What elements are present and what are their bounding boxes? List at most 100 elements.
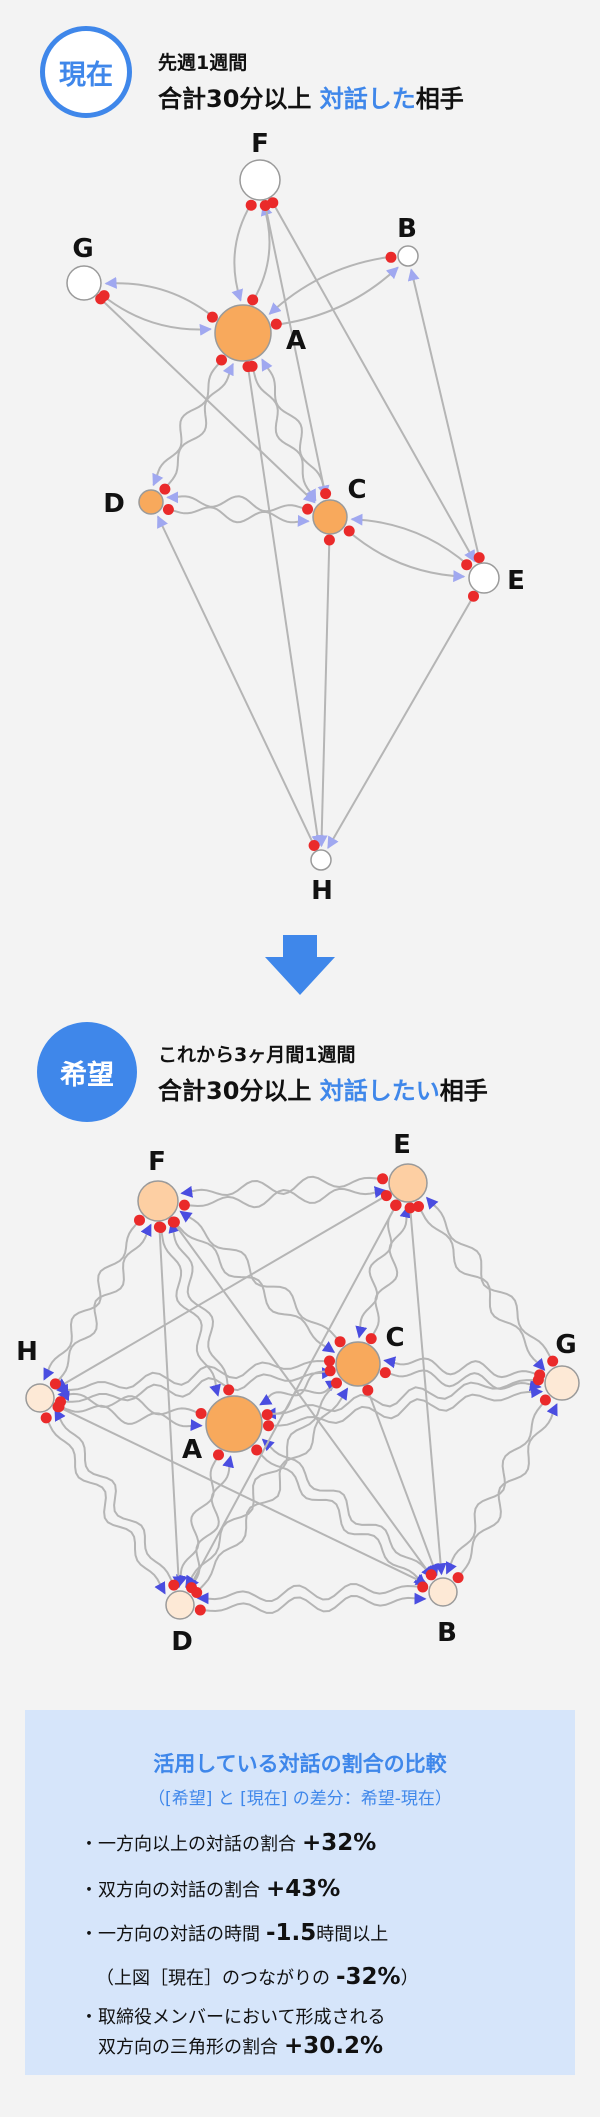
edge-start-dot	[362, 1384, 374, 1396]
node-F	[239, 159, 281, 201]
edge-start-dot	[425, 1569, 437, 1581]
node-E	[468, 562, 500, 594]
edge-start-dot	[40, 1412, 52, 1424]
edge-D-A	[163, 362, 234, 492]
node-label-A: A	[182, 1435, 202, 1465]
edge-D-C	[166, 506, 310, 527]
edge-start-dot	[213, 1449, 224, 1461]
item-5-value: +30.2%	[284, 2033, 384, 2059]
comparison-title: 活用している対話の割合の比較	[153, 1752, 447, 1776]
edge-start-dot	[95, 293, 107, 305]
item-2-value: +43%	[266, 1876, 341, 1902]
edge-start-dot	[417, 1581, 429, 1593]
edge-C-E	[346, 529, 466, 583]
edge-start-dot	[331, 1377, 342, 1389]
comparison-panel: 活用している対話の割合の比較 （[希望] と [現在] の差分：希望-現在） ・…	[25, 1710, 575, 2075]
edge-G-E	[426, 1196, 555, 1364]
edge-start-dot	[379, 1367, 391, 1379]
edge-start-dot	[195, 1408, 207, 1419]
node-F	[137, 1180, 179, 1222]
edge-start-dot	[167, 1216, 179, 1228]
edge-F-A	[231, 202, 253, 302]
edge-start-dot	[380, 1190, 392, 1202]
node-label-F: F	[251, 129, 269, 159]
edge-A-D	[176, 1452, 221, 1588]
edge-start-dot	[390, 1199, 402, 1211]
edge-H-C	[58, 1367, 334, 1404]
item-3-text: ・一方向の対話の時間	[80, 1924, 260, 1945]
edge-start-dot	[134, 1214, 145, 1226]
edge-C-B	[366, 1388, 439, 1577]
node-label-E: E	[393, 1130, 411, 1160]
desired-badge: 希望	[37, 1022, 137, 1122]
node-label-G: G	[72, 234, 93, 264]
item-2-text: ・双方向の対話の割合	[80, 1880, 260, 1901]
item-5-text2: 双方向の三角形の割合	[98, 2037, 278, 2058]
item-3-value: -1.5	[266, 1920, 317, 1946]
edge-start-dot	[261, 1409, 273, 1421]
node-D	[165, 1590, 195, 1620]
edge-start-dot	[159, 483, 171, 495]
node-C	[312, 499, 348, 535]
edge-start-dot	[153, 1221, 165, 1233]
node-G	[544, 1365, 580, 1401]
comparison-item-3: ・一方向の対話の時間-1.5時間以上	[80, 1920, 388, 1946]
edge-C-A	[261, 358, 328, 496]
node-B	[397, 245, 419, 267]
edge-B-D	[196, 1583, 425, 1605]
node-B	[428, 1577, 458, 1607]
edge-start-dot	[468, 590, 479, 602]
node-label-H: H	[311, 876, 333, 906]
comparison-item-5: ・取締役メンバーにおいて形成される 双方向の三角形の割合 +30.2%	[80, 2004, 385, 2062]
node-label-H: H	[16, 1337, 38, 1367]
node-label-C: C	[347, 475, 366, 505]
edge-F-C	[263, 203, 330, 498]
edge-start-dot	[385, 251, 397, 263]
item-4-text: （上図［現在］のつながりの	[96, 1968, 330, 1989]
edge-start-dot	[365, 1333, 377, 1345]
node-label-C: C	[385, 1323, 404, 1353]
node-A	[214, 304, 272, 362]
edge-A-G	[104, 276, 215, 319]
current-title-pre: 合計30分以上	[158, 85, 312, 113]
edge-G-A	[263, 1378, 541, 1420]
edge-B-G	[456, 1403, 558, 1580]
node-G	[66, 265, 102, 301]
edge-start-dot	[206, 311, 218, 323]
item-5-text: ・取締役メンバーにおいて形成される	[80, 2007, 386, 2028]
edge-start-dot	[194, 1604, 206, 1616]
edge-H-D	[44, 1415, 166, 1595]
node-label-D: D	[103, 489, 125, 519]
edge-start-dot	[49, 1378, 61, 1390]
edge-E-H	[54, 1193, 389, 1390]
edge-D-B	[198, 1592, 427, 1614]
edge-H-A	[56, 1404, 203, 1432]
comparison-item-2: ・双方向の対話の割合 +43%	[80, 1876, 340, 1902]
edge-A-D	[152, 357, 224, 487]
edge-start-dot	[191, 1587, 203, 1598]
edge-start-dot	[302, 503, 314, 515]
comparison-item-4: （上図［現在］のつながりの-32%）	[96, 1964, 419, 1990]
edge-F-E	[270, 200, 476, 563]
edge-start-dot	[263, 1420, 274, 1432]
edge-start-dot	[334, 1336, 346, 1348]
edge-E-C	[350, 513, 470, 567]
edge-start-dot	[461, 559, 473, 571]
edge-E-B	[409, 1205, 447, 1576]
edge-start-dot	[168, 1579, 180, 1591]
item-1-text: ・一方向以上の対話の割合	[80, 1834, 296, 1855]
edge-E-C	[355, 1203, 398, 1339]
edge-start-dot	[547, 1355, 559, 1367]
desired-subtitle: これから3ヶ月間1週間	[158, 1044, 356, 1066]
edge-C-D	[166, 491, 310, 513]
edge-E-H	[327, 593, 476, 849]
edge-B-A	[268, 255, 393, 315]
current-title-highlight: 対話した	[319, 85, 416, 113]
edge-G-C	[98, 296, 316, 504]
edge-A-H	[246, 364, 324, 848]
edge-start-dot	[267, 197, 279, 209]
edge-start-dot	[343, 525, 355, 537]
edge-E-D	[187, 1202, 398, 1591]
